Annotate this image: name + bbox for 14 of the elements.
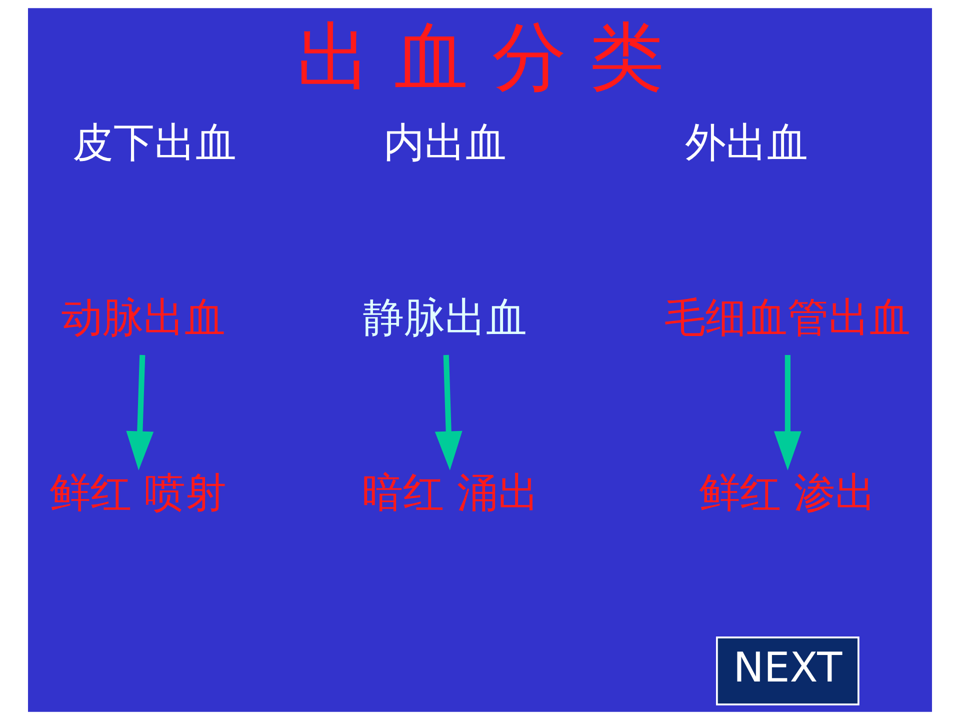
node-text: 鲜红 喷射 — [49, 468, 226, 516]
label: 内出血 — [384, 118, 507, 166]
node-text: 静脉出血 — [363, 293, 528, 342]
arrow — [434, 354, 462, 470]
diagram-title: 出 血 分 类 — [296, 14, 664, 101]
label: NEXT — [733, 643, 842, 692]
node-text: 动脉出血 — [61, 293, 226, 342]
node-text: 鲜红 渗出 — [699, 468, 876, 516]
node-text: 毛细血管出血 — [664, 293, 911, 342]
label: 皮下出血 — [72, 118, 237, 166]
node-text: 暗红 涌出 — [362, 468, 540, 516]
arrow — [774, 354, 802, 470]
arrow — [126, 354, 154, 470]
label: 外出血 — [685, 118, 808, 166]
